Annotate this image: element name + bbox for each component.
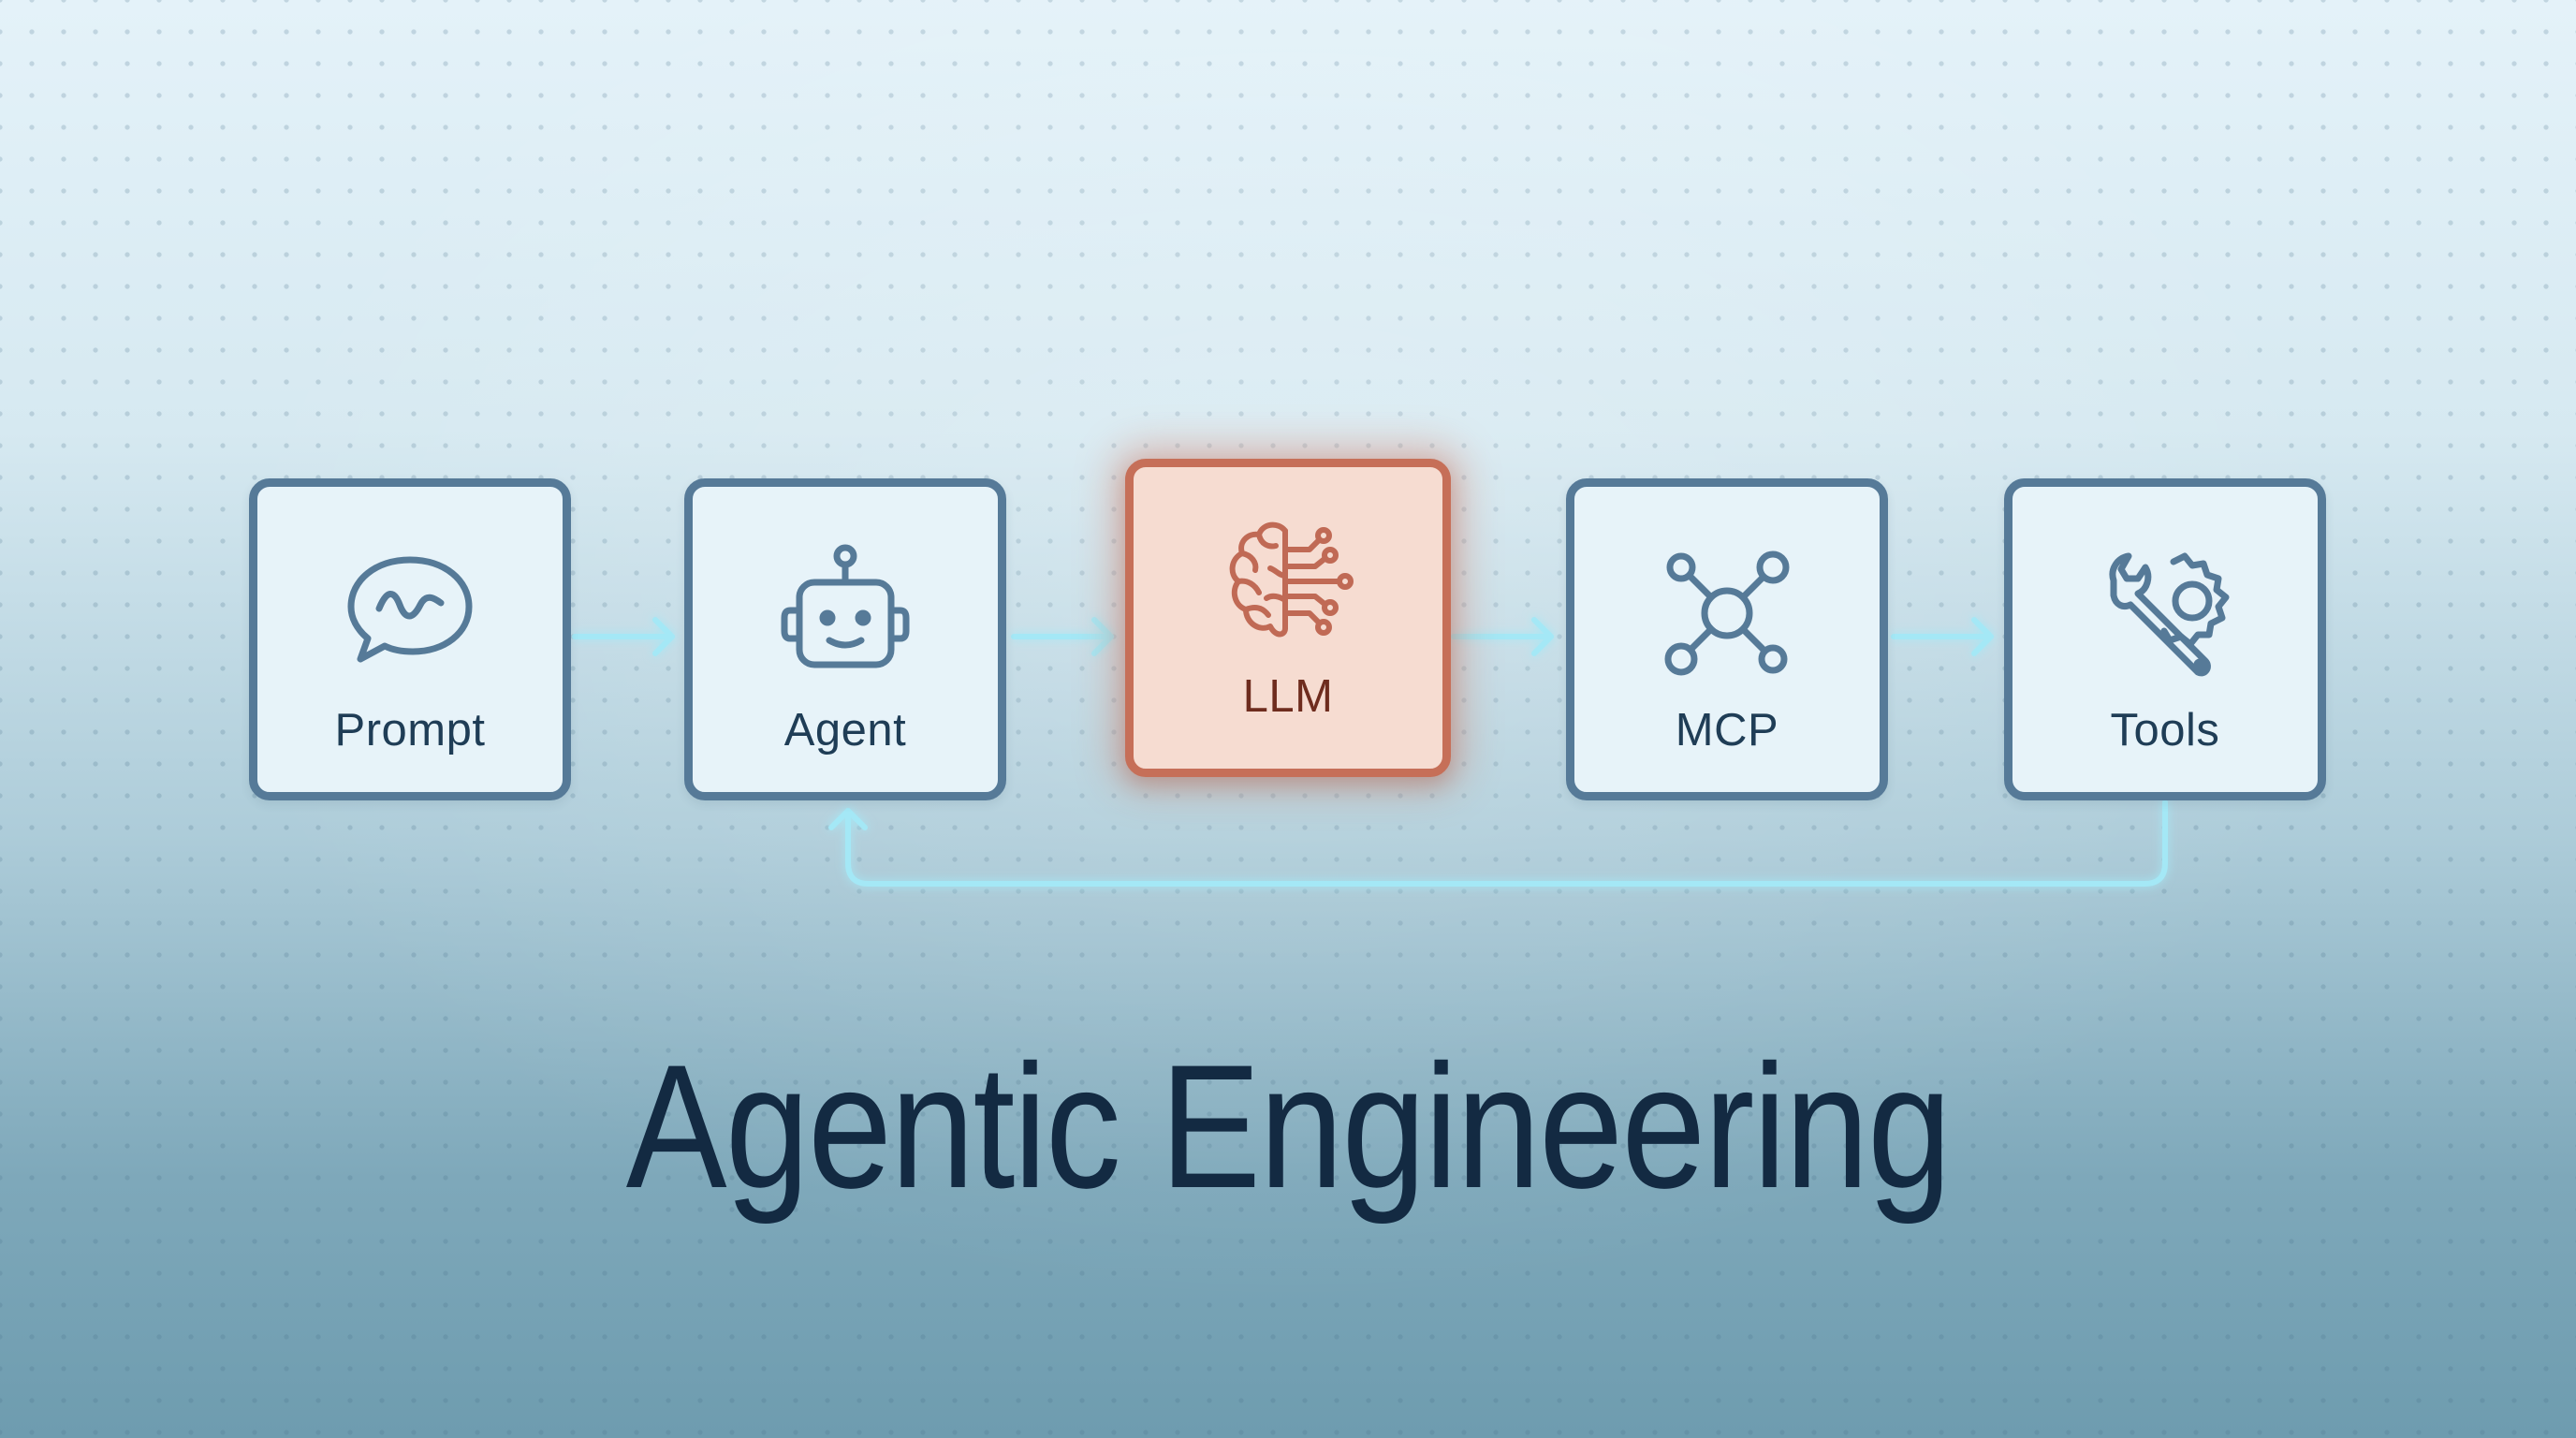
arrow-llm-to-mcp xyxy=(1451,617,1554,656)
arrow-mcp-to-tools xyxy=(1891,617,1994,656)
node-label-tools: Tools xyxy=(2110,705,2220,756)
diagram-title: Agentic Engineering xyxy=(625,1028,1952,1225)
node-label-mcp: MCP xyxy=(1675,705,1779,756)
network-hub-icon xyxy=(1664,550,1790,676)
node-label-llm: LLM xyxy=(1242,671,1334,722)
wrench-gear-icon xyxy=(2109,552,2230,677)
feedback-loop-tools-to-agent xyxy=(828,800,2168,887)
brain-circuit-icon xyxy=(1229,521,1354,638)
node-label-agent: Agent xyxy=(783,705,907,756)
arrow-agent-to-llm xyxy=(1011,617,1114,656)
arrow-prompt-to-agent xyxy=(572,617,675,656)
node-mcp: MCP xyxy=(1566,478,1888,800)
node-llm: LLM xyxy=(1125,459,1451,777)
robot-icon xyxy=(781,544,910,668)
node-label-prompt: Prompt xyxy=(334,705,486,756)
speech-bubble-icon xyxy=(347,556,473,663)
node-tools: Tools xyxy=(2004,478,2326,800)
node-agent: Agent xyxy=(684,478,1006,800)
node-prompt: Prompt xyxy=(249,478,571,800)
